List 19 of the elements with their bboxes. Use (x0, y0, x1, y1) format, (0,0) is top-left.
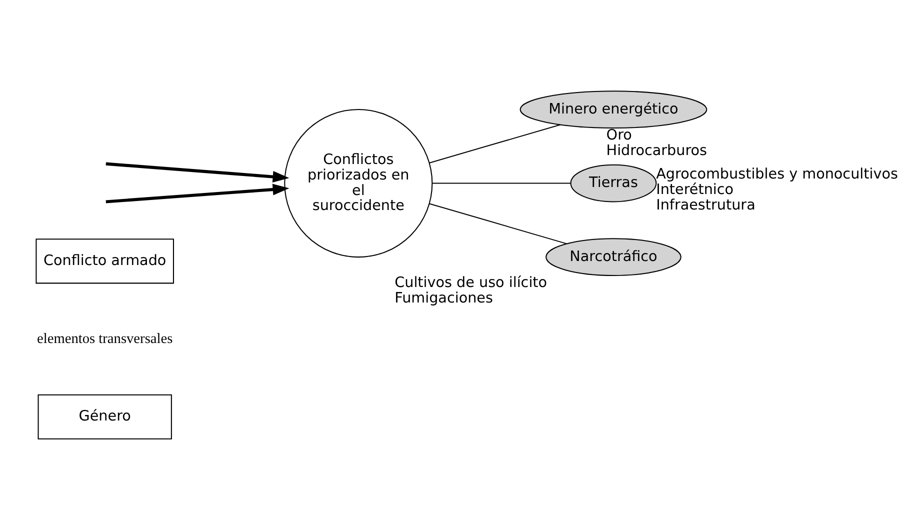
node-label: Hidrocarburos (606, 142, 708, 158)
label: elementos transversales (37, 330, 173, 346)
node-label: Interétnico (656, 182, 734, 198)
node-circle: Conflictos priorizados en el suroccidente (284, 108, 433, 258)
arrow (106, 162, 290, 182)
arrow (106, 183, 290, 203)
connector (429, 124, 560, 163)
node-label: Agrocombustibles y monocultivos (656, 166, 898, 182)
node-label: Fumigaciones (394, 290, 493, 306)
node-ellipse: Minero energético (520, 90, 708, 128)
node-label: Cultivos de uso ilícito (394, 274, 548, 290)
connector (432, 182, 571, 184)
node-ellipse: Tierras (570, 164, 657, 202)
node-label: Oro (606, 126, 632, 143)
node-ellipse: Narcotráfico (546, 238, 682, 276)
node-label: Infraestrutura (656, 196, 756, 213)
connector (429, 202, 567, 244)
node-box: Conflicto armado (36, 238, 174, 284)
node-box: Género (38, 394, 172, 439)
